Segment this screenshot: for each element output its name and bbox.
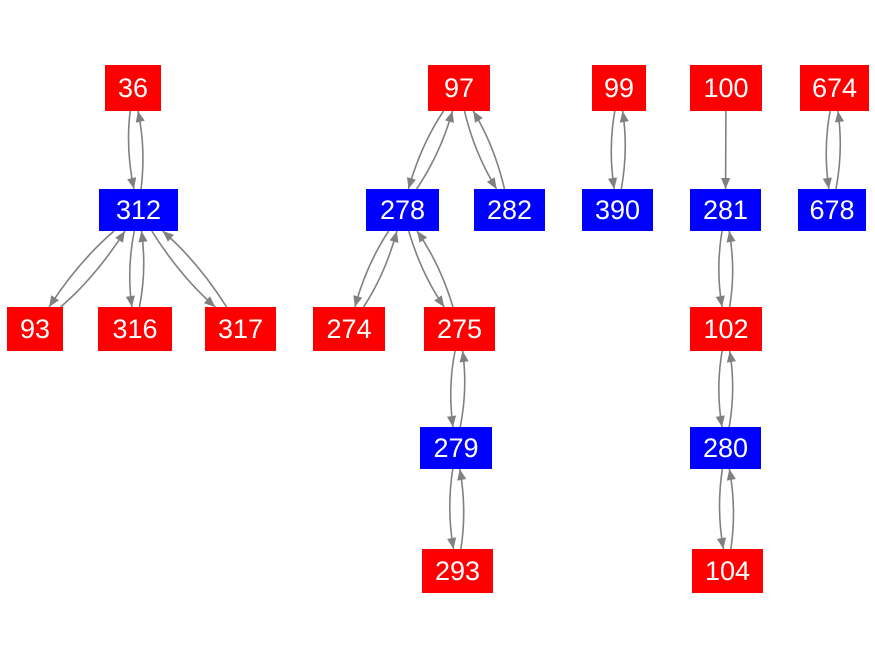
edge-arrowhead	[125, 295, 135, 307]
node-label: 36	[117, 72, 149, 103]
node-label: 102	[703, 313, 749, 344]
graph-node-275[interactable]: 275	[424, 307, 495, 351]
edge-arrowhead	[607, 177, 618, 189]
node-label: 93	[19, 313, 51, 344]
node-label: 274	[326, 313, 372, 344]
graph-node-274[interactable]: 274	[313, 307, 385, 351]
edge-280-to-104	[718, 468, 725, 550]
edge-arrowhead	[822, 177, 832, 189]
edge-arrowhead	[446, 415, 457, 427]
edge-arrowhead	[138, 231, 148, 243]
graph-node-312[interactable]: 312	[99, 189, 178, 231]
edge-arrowhead	[716, 537, 726, 549]
graph-node-99[interactable]: 99	[592, 65, 646, 111]
node-label: 317	[217, 313, 264, 344]
edge-102-to-280	[718, 350, 723, 428]
edge-arrowhead	[417, 231, 428, 243]
graph-node-280[interactable]: 280	[690, 427, 761, 469]
edge-316-to-312	[138, 230, 145, 308]
node-label: 678	[809, 194, 855, 225]
edge-390-to-99	[620, 110, 627, 190]
node-label: 316	[112, 313, 158, 344]
node-label: 99	[603, 72, 635, 103]
edge-arrowhead	[135, 111, 145, 123]
edge-arrowhead	[473, 111, 483, 123]
edge-arrowhead	[203, 296, 216, 307]
edge-arrowhead	[162, 231, 174, 242]
edge-arrowhead	[715, 295, 725, 307]
edge-312-to-36	[137, 110, 144, 190]
graph-node-102[interactable]: 102	[690, 307, 762, 351]
node-label: 280	[702, 432, 749, 463]
node-label: 281	[702, 194, 749, 225]
edge-arrowhead	[834, 111, 845, 123]
edge-arrowhead	[407, 177, 416, 189]
edge-99-to-390	[610, 110, 616, 190]
edge-arrowhead	[726, 469, 736, 481]
graph-node-281[interactable]: 281	[690, 189, 761, 231]
edge-93-to-312	[60, 230, 126, 308]
graph-node-279[interactable]: 279	[420, 427, 492, 469]
edge-arrowhead	[459, 351, 469, 363]
node-label: 275	[436, 313, 483, 344]
node-label: 282	[486, 194, 533, 225]
edge-104-to-280	[728, 468, 735, 550]
edge-36-to-312	[127, 110, 135, 190]
graph-node-97[interactable]: 97	[428, 65, 490, 111]
graph-node-282[interactable]: 282	[474, 189, 545, 231]
edge-282-to-97	[472, 110, 506, 190]
edge-279-to-293	[448, 468, 455, 550]
node-label: 312	[115, 194, 162, 225]
edge-102-to-281	[728, 230, 734, 308]
node-label: 293	[434, 555, 481, 586]
graph-node-316[interactable]: 316	[98, 307, 172, 351]
node-label: 674	[811, 72, 858, 103]
edge-312-to-93	[48, 230, 115, 308]
edge-arrowhead	[434, 295, 445, 307]
node-label: 390	[594, 194, 641, 225]
edge-317-to-312	[162, 230, 228, 308]
graph-node-278[interactable]: 278	[366, 189, 439, 231]
edge-678-to-674	[835, 110, 842, 190]
edge-arrowhead	[726, 351, 737, 363]
edge-arrowhead	[127, 177, 137, 189]
node-label: 104	[704, 555, 751, 586]
edge-arrowhead	[445, 111, 454, 123]
graph-node-100[interactable]: 100	[690, 65, 762, 111]
node-label: 97	[443, 72, 475, 103]
edge-312-to-316	[128, 230, 136, 308]
graph-node-678[interactable]: 678	[798, 189, 866, 231]
graph-node-390[interactable]: 390	[582, 189, 653, 231]
node-label: 100	[703, 72, 749, 103]
edge-312-to-317	[151, 230, 216, 308]
graph-node-293[interactable]: 293	[422, 549, 493, 593]
edge-279-to-275	[459, 350, 466, 428]
edge-arrowhead	[486, 177, 497, 189]
edge-arrowhead	[115, 231, 126, 243]
graph-node-104[interactable]: 104	[692, 549, 763, 593]
edge-280-to-102	[728, 350, 734, 428]
edge-arrowhead	[353, 295, 363, 307]
node-label: 279	[433, 432, 479, 463]
edge-275-to-279	[449, 350, 456, 428]
graph-node-36[interactable]: 36	[105, 65, 161, 111]
graph-node-93[interactable]: 93	[7, 307, 63, 351]
edge-281-to-102	[718, 230, 723, 308]
edge-arrowhead	[389, 231, 399, 243]
edge-arrowhead	[49, 295, 59, 307]
edge-674-to-678	[825, 110, 831, 190]
graph-node-317[interactable]: 317	[205, 307, 276, 351]
edge-arrowhead	[715, 415, 725, 427]
edge-arrowhead	[447, 537, 457, 549]
edge-arrowhead	[721, 177, 731, 189]
node-label: 278	[379, 194, 426, 225]
edge-arrowhead	[619, 111, 629, 123]
edge-293-to-279	[458, 468, 465, 550]
edge-arrowhead	[457, 469, 467, 481]
edge-arrowhead	[726, 231, 736, 243]
graph-node-674[interactable]: 674	[800, 65, 869, 111]
